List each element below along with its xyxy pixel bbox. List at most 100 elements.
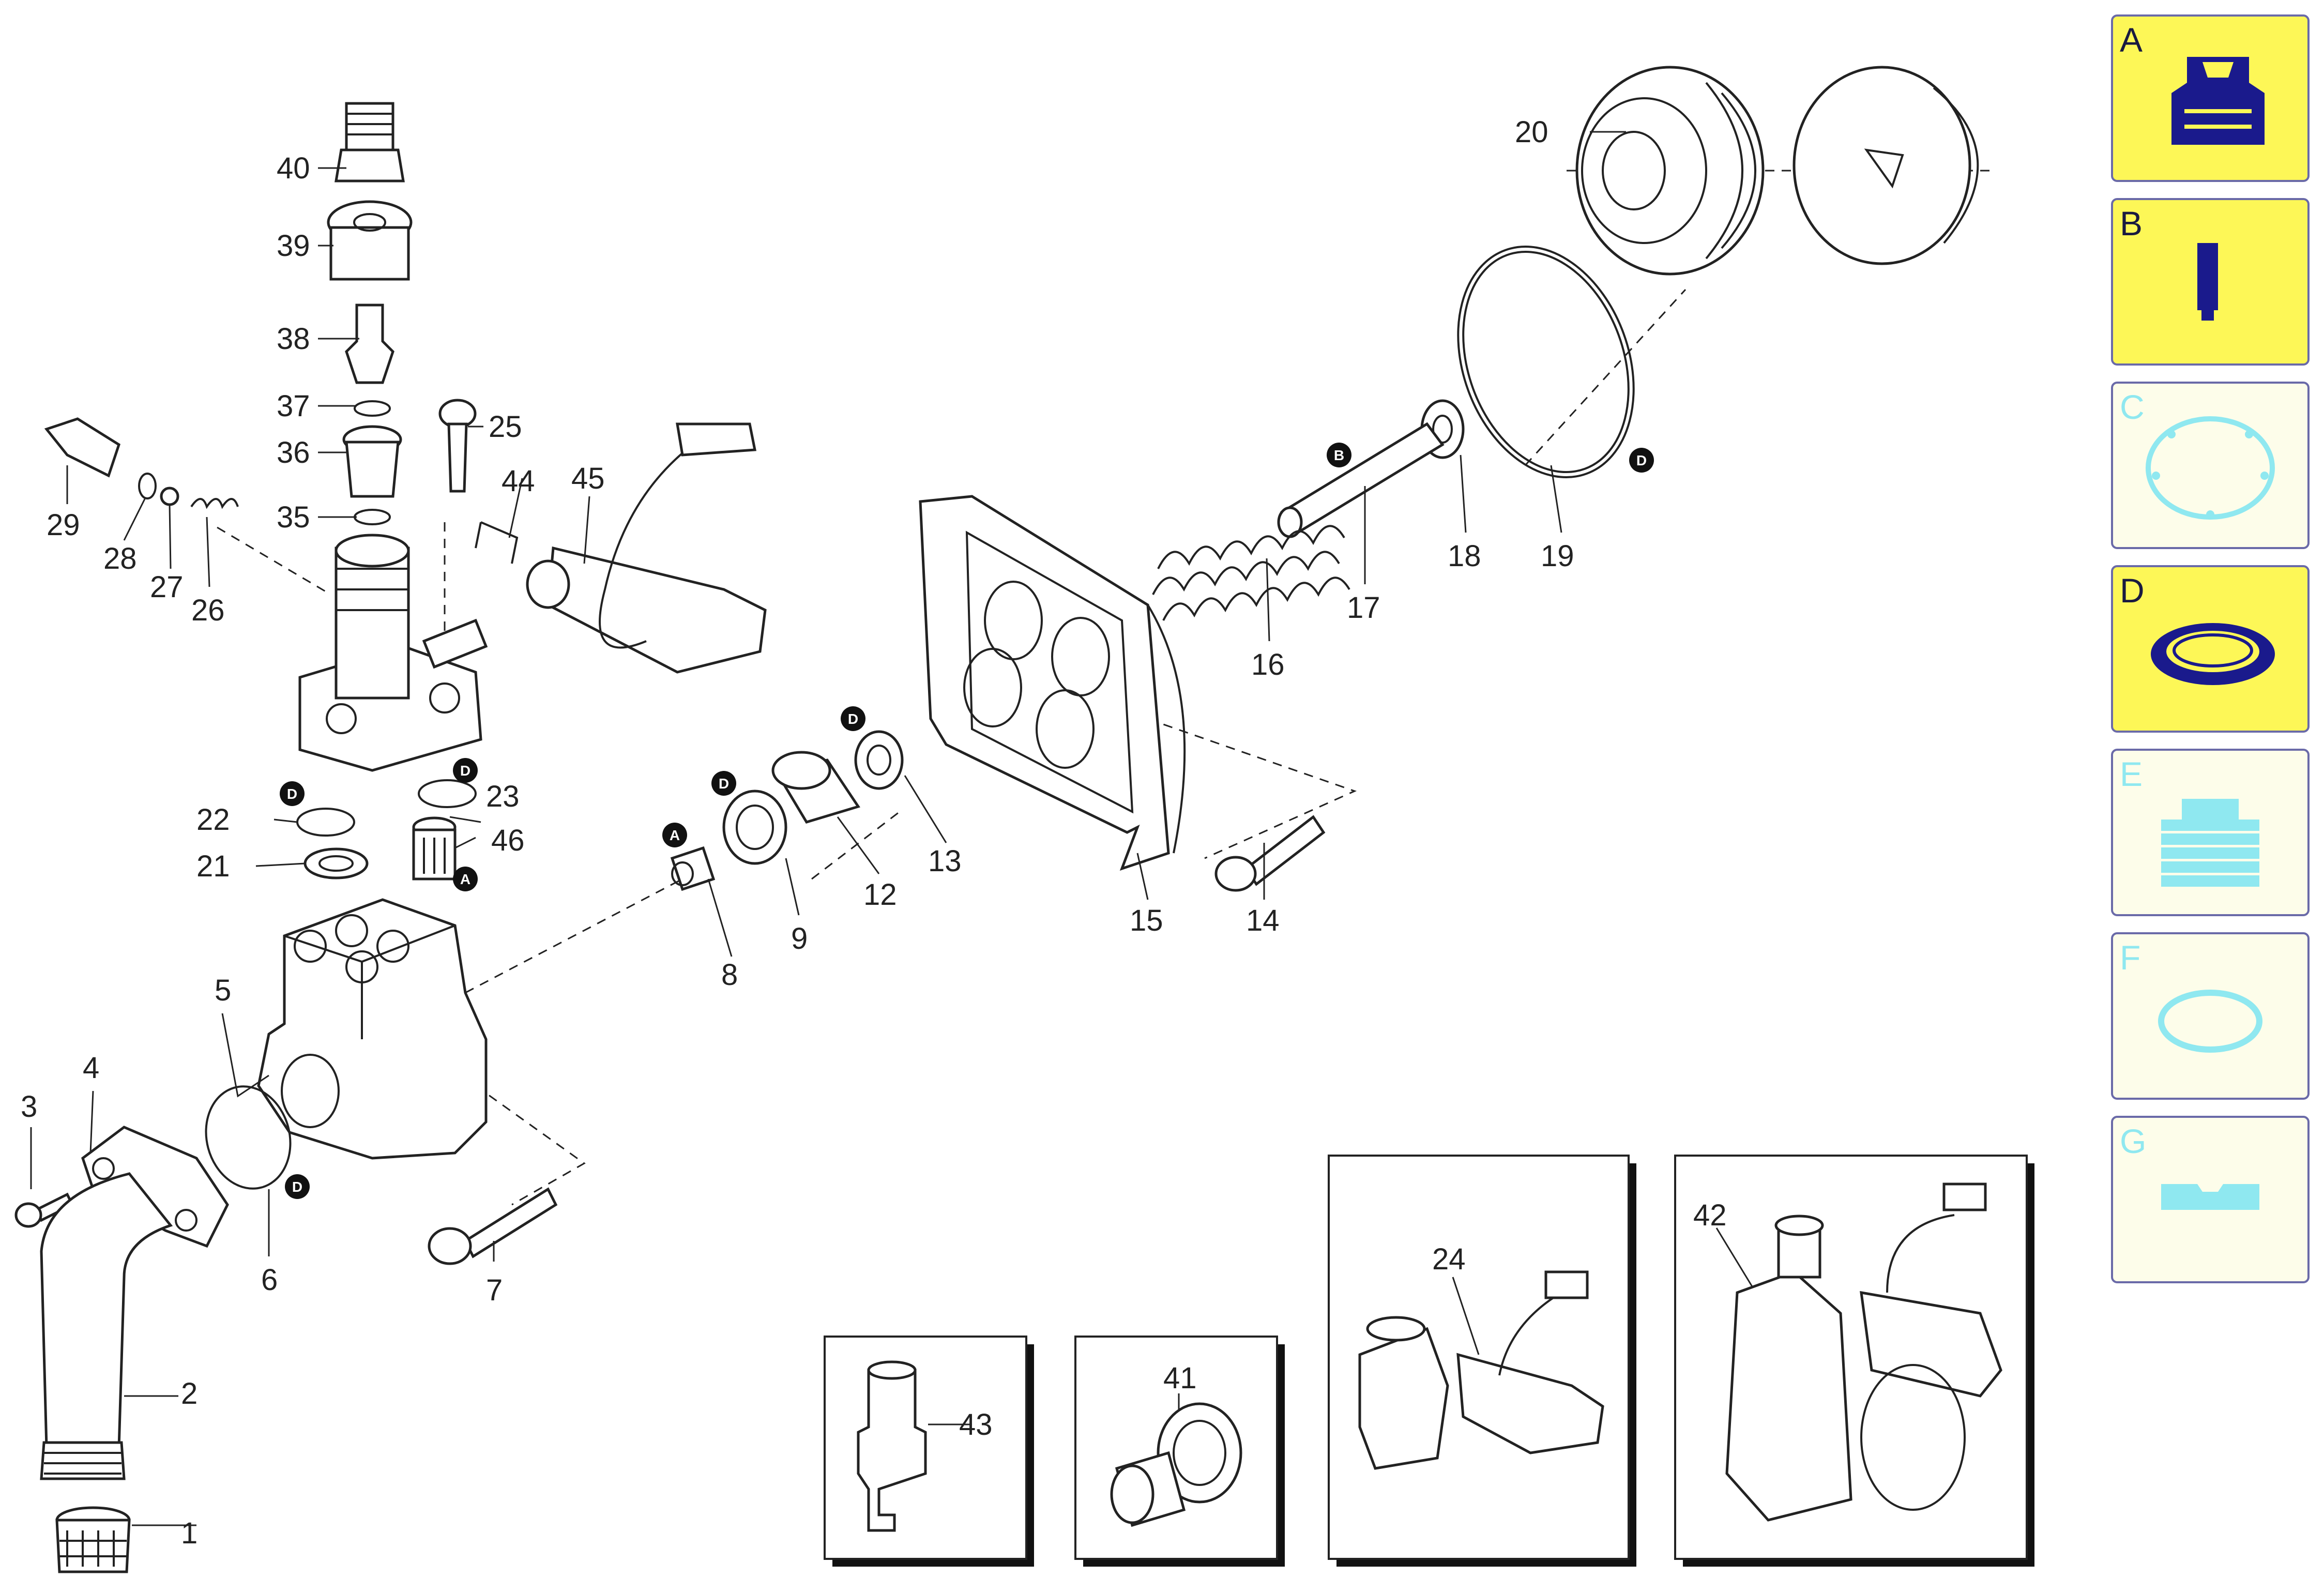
part-label: 15 [1130, 904, 1163, 937]
svg-text:D: D [848, 711, 858, 727]
upper-head-housing [298, 534, 488, 772]
leader-lines [30, 131, 1626, 1526]
svg-text:B: B [1334, 447, 1344, 463]
valve-cage-icon [2171, 57, 2265, 145]
part-label: 39 [277, 229, 310, 263]
part-label: 35 [277, 500, 310, 534]
svg-text:D: D [287, 786, 297, 802]
marker-badge: D [285, 1174, 310, 1199]
inset-label: 42 [1693, 1198, 1727, 1232]
part-5-lower-housing [257, 898, 488, 1160]
marker-badges: A B D D D D D D [280, 443, 1654, 1199]
marker-badge: A [662, 823, 687, 847]
marker-badge: D [453, 758, 478, 783]
marker-badge: D [841, 706, 865, 731]
part-label: 20 [1515, 115, 1548, 149]
part-label: 29 [47, 508, 80, 542]
legend-d: D [2111, 565, 2310, 733]
part-label: 1 [181, 1516, 198, 1550]
part-25-screw [438, 399, 477, 493]
part-45-switch-assembly [526, 422, 767, 674]
part-2-elbow-pipe [40, 1172, 173, 1480]
inset-43: 43 [824, 1336, 1034, 1567]
svg-text:A: A [2120, 21, 2143, 59]
part-label: 7 [486, 1273, 503, 1307]
inset-41: 41 [1074, 1336, 1285, 1567]
marker-badge: A [453, 867, 478, 891]
svg-text:A: A [460, 871, 470, 887]
inset-24: 24 [1328, 1155, 1636, 1567]
inset-label: 41 [1163, 1361, 1197, 1395]
part-label: 13 [928, 844, 962, 878]
legend-c: C [2111, 382, 2310, 549]
part-label: 17 [1347, 591, 1380, 625]
part-21-seal [303, 847, 369, 879]
legend-e: E [2111, 749, 2310, 916]
svg-text:D: D [460, 763, 470, 779]
svg-text:A: A [670, 827, 680, 843]
legend-a: A [2111, 14, 2310, 182]
part-1-strainer [55, 1506, 131, 1573]
large-o-ring-icon [2146, 416, 2275, 520]
part-label: 40 [277, 151, 310, 185]
part-label: 8 [721, 958, 738, 992]
part-17-piston [1277, 422, 1445, 538]
part-label: 16 [1251, 648, 1285, 681]
part-label: 6 [261, 1263, 278, 1297]
flat-gasket-icon [2161, 1184, 2259, 1210]
svg-text:B: B [2120, 204, 2143, 242]
part-8-valve [670, 846, 716, 891]
part-label: 27 [150, 570, 184, 604]
part-40-fitting [335, 102, 405, 183]
part-44-clip [475, 521, 519, 564]
part-26-spring [190, 498, 239, 509]
part-label: 9 [791, 922, 808, 955]
seal-ring-icon [2151, 623, 2275, 685]
svg-text:C: C [2120, 388, 2145, 426]
part-22-o-ring [296, 808, 355, 837]
legend-g: G [2111, 1116, 2310, 1283]
part-label: 37 [277, 389, 310, 423]
piston-icon [2197, 243, 2218, 321]
svg-text:D: D [719, 776, 729, 792]
part-16-spring [1152, 525, 1350, 621]
svg-text:E: E [2120, 755, 2143, 793]
part-14-screw [1214, 815, 1326, 892]
svg-text:G: G [2120, 1122, 2146, 1160]
part-39-nut [327, 200, 413, 281]
part-label: 44 [502, 464, 535, 498]
marker-badge: B [1327, 443, 1351, 467]
part-label: 4 [83, 1051, 99, 1085]
svg-text:D: D [1636, 452, 1647, 468]
part-labels: 1 2 3 4 5 6 7 8 9 12 13 14 15 16 17 18 1… [21, 115, 1574, 1550]
part-20-housing [1575, 66, 1979, 276]
part-label: 26 [191, 594, 225, 627]
part-35-ring [354, 509, 391, 525]
marker-badge: D [711, 771, 736, 796]
part-23-o-ring [418, 779, 477, 808]
part-9-bearing-ring [722, 790, 787, 865]
part-label: 23 [486, 780, 520, 813]
part-label: 22 [196, 803, 230, 837]
part-label: 36 [277, 436, 310, 469]
part-label: 3 [21, 1090, 37, 1124]
marker-badge: D [1629, 448, 1654, 473]
part-6-o-ring [205, 1085, 292, 1190]
marker-badge: D [280, 781, 305, 806]
legend-f: F [2111, 932, 2310, 1100]
svg-text:D: D [2120, 571, 2145, 610]
legend-b: B [2111, 198, 2310, 366]
part-label: 14 [1246, 904, 1280, 937]
inset-label: 43 [959, 1408, 993, 1442]
o-ring-icon [2158, 990, 2262, 1053]
bellows-icon [2161, 799, 2259, 887]
part-27-ball [160, 487, 179, 506]
part-46-valve-cage [412, 816, 457, 881]
part-label: 38 [277, 322, 310, 356]
part-label: 25 [489, 410, 522, 444]
part-19-o-ring [1457, 246, 1635, 478]
part-label: 46 [491, 824, 525, 857]
part-28-ring [138, 473, 157, 499]
part-37-ring [354, 400, 391, 417]
